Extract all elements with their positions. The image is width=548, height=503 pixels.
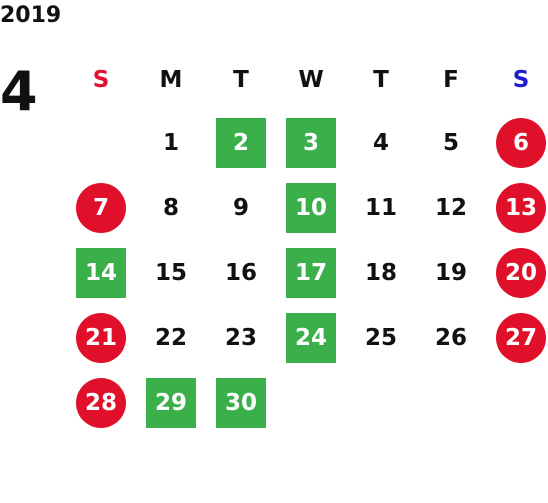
day-number: 17 xyxy=(286,247,336,298)
day-number: 25 xyxy=(364,324,397,351)
week-row: 28 29 30 xyxy=(66,370,548,435)
day-number: 30 xyxy=(216,377,266,428)
day-cell[interactable]: 2 xyxy=(206,110,276,175)
day-number: 26 xyxy=(434,324,467,351)
weekday-friday: F xyxy=(443,67,459,93)
day-cell[interactable]: 28 xyxy=(66,370,136,435)
day-cell[interactable]: 27 xyxy=(486,305,548,370)
weekday-wednesday: W xyxy=(298,67,324,93)
day-number: 14 xyxy=(76,247,126,298)
day-number: 4 xyxy=(372,129,389,156)
day-cell[interactable]: 7 xyxy=(66,175,136,240)
day-cell[interactable]: 23 xyxy=(206,305,276,370)
day-cell[interactable]: 19 xyxy=(416,240,486,305)
weekday-monday: M xyxy=(159,67,183,93)
day-cell[interactable]: 22 xyxy=(136,305,206,370)
day-cell[interactable]: 17 xyxy=(276,240,346,305)
day-number: 22 xyxy=(154,324,187,351)
day-number: 20 xyxy=(496,247,546,298)
day-cell[interactable]: 24 xyxy=(276,305,346,370)
weekday-thursday: T xyxy=(373,67,389,93)
day-number: 3 xyxy=(286,117,336,168)
day-cell[interactable]: 4 xyxy=(346,110,416,175)
day-number: 16 xyxy=(224,259,257,286)
day-number: 29 xyxy=(146,377,196,428)
day-cell[interactable]: 15 xyxy=(136,240,206,305)
day-cell[interactable]: 16 xyxy=(206,240,276,305)
week-row: 14 15 16 17 18 19 20 xyxy=(66,240,548,305)
day-number xyxy=(286,378,336,428)
day-number: 1 xyxy=(162,129,179,156)
day-cell[interactable]: 13 xyxy=(486,175,548,240)
weekday-tuesday: T xyxy=(233,67,249,93)
empty-day-cell xyxy=(486,370,548,435)
day-cell[interactable]: 8 xyxy=(136,175,206,240)
day-number xyxy=(496,378,546,428)
empty-day-cell xyxy=(276,370,346,435)
day-cell[interactable]: 21 xyxy=(66,305,136,370)
day-number: 15 xyxy=(154,259,187,286)
day-number: 7 xyxy=(76,182,126,233)
day-cell[interactable]: 11 xyxy=(346,175,416,240)
day-cell[interactable]: 30 xyxy=(206,370,276,435)
day-cell[interactable]: 18 xyxy=(346,240,416,305)
day-number: 21 xyxy=(76,312,126,363)
weekday-sunday: S xyxy=(92,67,110,93)
day-number: 2 xyxy=(216,117,266,168)
day-number: 24 xyxy=(286,312,336,363)
week-row: 21 22 23 24 25 26 27 xyxy=(66,305,548,370)
day-cell[interactable]: 12 xyxy=(416,175,486,240)
day-number: 8 xyxy=(162,194,179,221)
day-number: 19 xyxy=(434,259,467,286)
day-number xyxy=(76,118,126,168)
day-cell[interactable]: 14 xyxy=(66,240,136,305)
day-number: 11 xyxy=(364,194,397,221)
day-cell[interactable]: 25 xyxy=(346,305,416,370)
day-cell[interactable]: 3 xyxy=(276,110,346,175)
day-number: 10 xyxy=(286,182,336,233)
day-number: 13 xyxy=(496,182,546,233)
day-cell[interactable]: 29 xyxy=(136,370,206,435)
day-cell[interactable]: 20 xyxy=(486,240,548,305)
day-number: 12 xyxy=(434,194,467,221)
empty-day-cell xyxy=(66,110,136,175)
day-number: 6 xyxy=(496,117,546,168)
weekday-saturday: S xyxy=(512,67,530,93)
day-number: 27 xyxy=(496,312,546,363)
day-number: 23 xyxy=(224,324,257,351)
day-cell[interactable]: 10 xyxy=(276,175,346,240)
weekday-header-row: S M T W T F S xyxy=(66,50,548,110)
day-cell[interactable]: 26 xyxy=(416,305,486,370)
day-cell[interactable]: 6 xyxy=(486,110,548,175)
day-number xyxy=(356,378,406,428)
year-label: 2019 xyxy=(0,3,62,28)
day-cell[interactable]: 5 xyxy=(416,110,486,175)
day-number: 28 xyxy=(76,377,126,428)
day-cell[interactable]: 9 xyxy=(206,175,276,240)
week-row: 7 8 9 10 11 12 13 xyxy=(66,175,548,240)
day-number: 5 xyxy=(442,129,459,156)
empty-day-cell xyxy=(416,370,486,435)
day-number: 9 xyxy=(232,194,249,221)
empty-day-cell xyxy=(346,370,416,435)
month-label: 4 xyxy=(0,60,38,123)
day-number xyxy=(426,378,476,428)
day-cell[interactable]: 1 xyxy=(136,110,206,175)
day-number: 18 xyxy=(364,259,397,286)
